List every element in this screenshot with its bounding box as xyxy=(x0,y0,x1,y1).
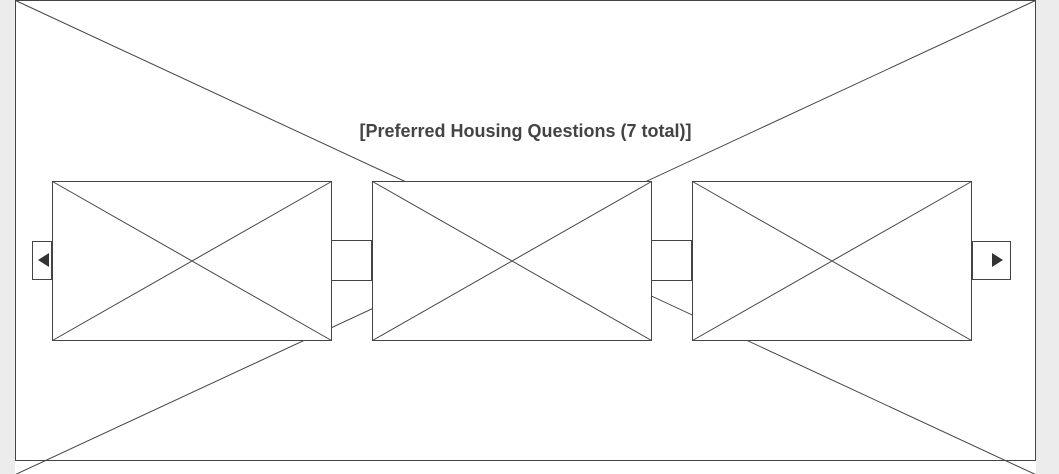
image-placeholder-icon xyxy=(372,181,652,341)
chevron-left-icon xyxy=(38,253,49,267)
carousel-card-1[interactable] xyxy=(52,181,332,341)
chevron-right-icon xyxy=(992,253,1003,267)
connector-bar-right xyxy=(651,240,692,281)
carousel-prev-button[interactable] xyxy=(32,241,52,280)
image-placeholder-icon xyxy=(52,181,332,341)
carousel-title: [Preferred Housing Questions (7 total)] xyxy=(359,121,692,141)
carousel-card-2[interactable] xyxy=(372,181,652,341)
outer-placeholder-frame xyxy=(15,0,1036,461)
carousel-card-3[interactable] xyxy=(692,181,972,341)
carousel-next-button[interactable] xyxy=(972,241,1011,280)
image-placeholder-icon xyxy=(692,181,972,341)
connector-bar-left xyxy=(331,240,372,281)
